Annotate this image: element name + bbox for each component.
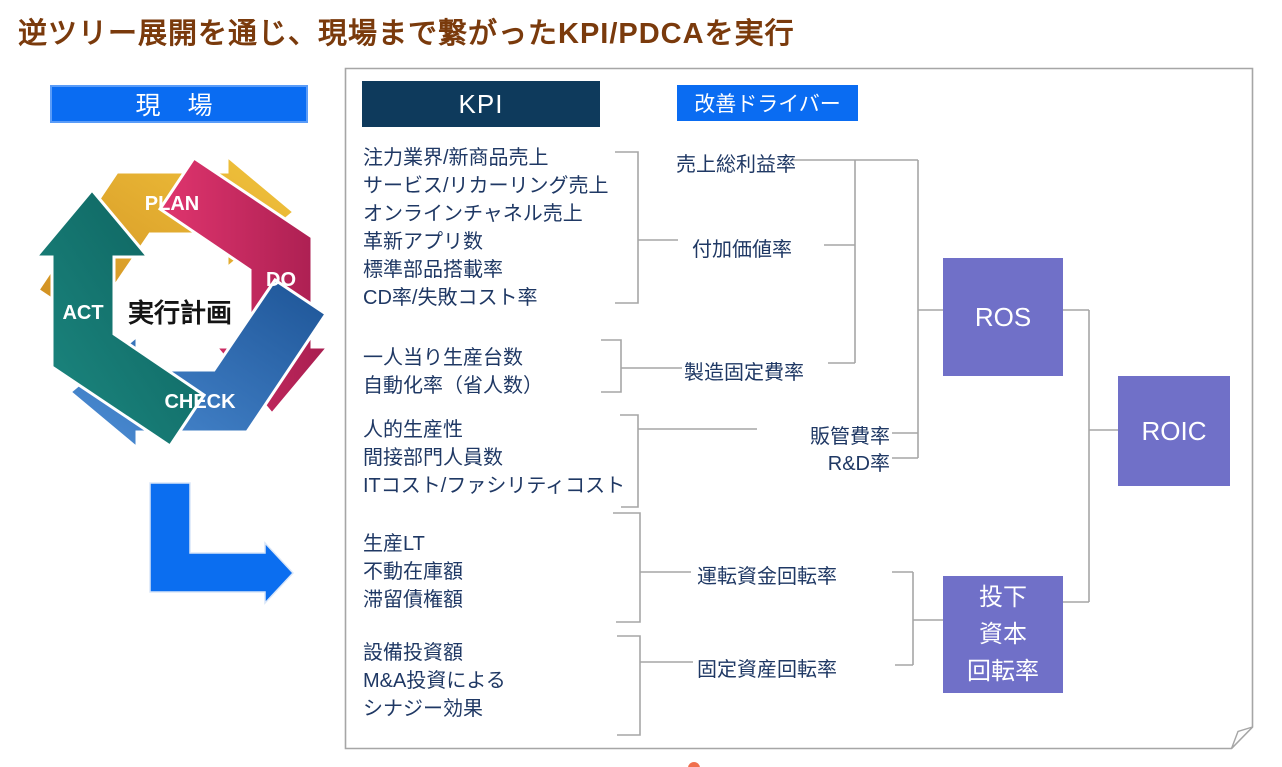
kpi-group-4: 生産LT 不動在庫額 滞留債権額 — [363, 530, 463, 614]
genba-header: 現 場 — [50, 85, 308, 123]
pdca-cycle-icon: PLAN DO CHECK ACT — [34, 154, 330, 450]
kpi-group-1: 注力業界/新商品売上 サービス/リカーリング売上 オンラインチャネル売上 革新ア… — [363, 144, 609, 312]
driver-gross-margin: 売上総利益率 — [676, 154, 796, 176]
kpi-column-header: KPI — [362, 81, 600, 127]
kpi-header-label: KPI — [458, 88, 504, 119]
driver-header-label: 改善ドライバー — [694, 93, 841, 116]
footer-logo-dot — [688, 762, 700, 767]
bracket-group-4 — [613, 512, 641, 623]
kpi-item: サービス/リカーリング売上 — [363, 175, 609, 197]
kpi-item: 標準部品搭載率 — [363, 259, 503, 281]
kpi-group-2: 一人当り生産台数 自動化率（省人数） — [363, 344, 543, 400]
driver-mfg-fixed-cost: 製造固定費率 — [684, 362, 804, 384]
kpi-item: シナジー効果 — [363, 698, 483, 720]
kpi-item: 滞留債権額 — [363, 589, 463, 611]
kpi-item: ITコスト/ファシリティコスト — [363, 475, 626, 497]
driver-working-capital: 運転資金回転率 — [697, 566, 837, 588]
kpi-item: CD率/失敗コスト率 — [363, 287, 538, 309]
ros-box: ROS — [943, 258, 1063, 376]
driver-column-header: 改善ドライバー — [677, 85, 858, 121]
driver-fixed-asset: 固定資産回転率 — [697, 659, 837, 681]
driver-sga: 販管費率 — [810, 426, 890, 448]
kpi-item: 設備投資額 — [363, 642, 463, 664]
kpi-item: オンラインチャネル売上 — [363, 203, 583, 225]
folded-corner-icon — [1230, 726, 1254, 749]
genba-label: 現 場 — [135, 92, 223, 120]
pdca-do-label: DO — [266, 269, 296, 291]
pdca-check-label: CHECK — [164, 391, 236, 413]
kpi-group-3: 人的生産性 間接部門人員数 ITコスト/ファシリティコスト — [363, 416, 625, 500]
kpi-item: M&A投資による — [363, 670, 506, 692]
bracket-group-5 — [617, 635, 641, 736]
kpi-item: 生産LT — [363, 533, 425, 555]
kpi-item: 革新アプリ数 — [363, 231, 483, 253]
pdca-plan-label: PLAN — [145, 193, 199, 215]
roic-box: ROIC — [1118, 376, 1230, 486]
kpi-item: 人的生産性 — [363, 419, 463, 441]
page-title: 逆ツリー展開を通じ、現場まで繋がったKPI/PDCAを実行 — [18, 18, 795, 50]
bracket-group-1 — [615, 151, 639, 304]
bracket-group-2 — [601, 339, 622, 393]
kpi-item: 注力業界/新商品売上 — [363, 147, 549, 169]
bracket-group-3 — [620, 414, 639, 508]
kpi-item: 一人当り生産台数 — [363, 347, 523, 369]
pdca-act-label: ACT — [62, 302, 103, 324]
kpi-item: 間接部門人員数 — [363, 447, 503, 469]
kpi-group-5: 設備投資額 M&A投資による シナジー効果 — [363, 639, 506, 723]
pdca-center-label: 実行計画 — [127, 298, 232, 328]
driver-value-added: 付加価値率 — [692, 239, 792, 261]
kpi-item: 不動在庫額 — [363, 561, 463, 583]
kpi-item: 自動化率（省人数） — [363, 375, 543, 397]
flow-arrow-icon — [149, 482, 295, 605]
driver-rnd: R&D率 — [827, 453, 890, 475]
capital-turnover-box: 投下 資本 回転率 — [943, 576, 1063, 693]
